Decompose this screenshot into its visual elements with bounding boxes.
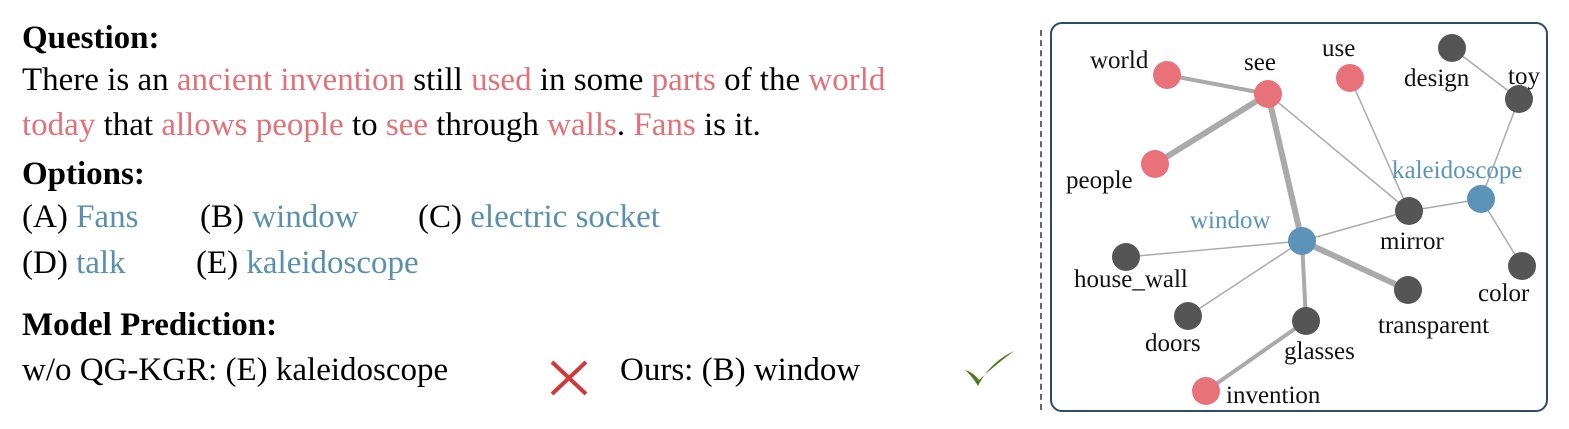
graph-node-kaleidoscope	[1467, 185, 1495, 213]
question-text: to	[343, 107, 386, 143]
graph-node-mirror	[1395, 197, 1423, 225]
graph-label-world: world	[1090, 47, 1149, 74]
graph-edge-see-people	[1152, 91, 1271, 167]
graph-label-transparent: transparent	[1378, 312, 1489, 339]
highlighted-concept: today	[22, 107, 96, 143]
graph-node-people	[1141, 150, 1169, 178]
highlighted-concept: world	[808, 62, 886, 98]
highlighted-concept: parts	[651, 62, 716, 98]
options-heading: Options:	[22, 156, 145, 192]
option-e: (E) kaleidoscope	[196, 245, 419, 281]
graph-edge-window-transparent	[1299, 238, 1411, 293]
prediction-heading: Model Prediction:	[22, 307, 278, 343]
graph-edge-window-mirror	[1301, 210, 1410, 242]
graph-label-toy: toy	[1508, 63, 1540, 90]
graph-node-world	[1153, 61, 1181, 89]
graph-label-glasses: glasses	[1284, 338, 1355, 365]
graph-node-transparent	[1394, 276, 1422, 304]
graph-node-window	[1288, 227, 1316, 255]
wrong-cross-icon	[550, 360, 588, 396]
graph-label-mirror: mirror	[1380, 228, 1445, 255]
highlighted-concept: see	[385, 107, 428, 143]
graph-node-toy	[1505, 85, 1533, 113]
graph-edge-world-see	[1165, 73, 1270, 96]
graph-edge-use-mirror	[1349, 77, 1410, 212]
graph-label-people: people	[1066, 167, 1133, 194]
graph-node-doors	[1174, 302, 1202, 330]
question-text: .	[616, 107, 634, 143]
graph-edge-design-toy	[1451, 47, 1520, 100]
graph-node-invention	[1192, 377, 1220, 405]
graph-node-use	[1336, 64, 1364, 92]
option-b-text: window	[252, 199, 359, 235]
graph-label-kaleidoscope: kaleidoscope	[1392, 157, 1523, 184]
graph-node-see	[1254, 80, 1282, 108]
option-c: (C) electric socket	[418, 199, 660, 235]
graph-node-design	[1438, 34, 1466, 62]
graph-edge-window-doors	[1187, 240, 1303, 317]
question-text: that	[95, 107, 162, 143]
highlighted-concept: walls	[547, 107, 617, 143]
option-d: (D) talk	[22, 245, 126, 281]
question-text: in some	[531, 62, 652, 98]
question-text: through	[428, 107, 548, 143]
dashed-divider	[1040, 30, 1042, 410]
question-heading: Question:	[22, 20, 160, 56]
graph-edge-window-house_wall	[1125, 240, 1303, 258]
highlighted-concept: allows people	[161, 107, 344, 143]
option-d-text: talk	[76, 245, 126, 281]
graph-node-house_wall	[1112, 243, 1140, 271]
ours-prediction: Ours: (B) window	[620, 352, 861, 388]
graph-label-window: window	[1190, 207, 1271, 234]
graph-edges	[1125, 47, 1523, 393]
correct-check-icon	[965, 351, 1014, 386]
option-e-text: kaleidoscope	[246, 245, 419, 281]
option-b: (B) window	[200, 199, 359, 235]
option-c-text: electric socket	[470, 199, 660, 235]
question-text-line-1: There is an ancient invention still used…	[22, 64, 885, 97]
graph-label-color: color	[1478, 280, 1530, 307]
highlighted-concept: used	[471, 62, 532, 98]
graph-label-house_wall: house_wall	[1074, 266, 1188, 293]
knowledge-graph-frame	[1050, 22, 1548, 412]
option-a: (A) Fans	[22, 199, 139, 235]
highlighted-concept: ancient invention	[176, 62, 406, 98]
highlighted-concept: Fans	[633, 107, 696, 143]
question-text: of the	[715, 62, 809, 98]
graph-node-color	[1508, 252, 1536, 280]
baseline-prediction: w/o QG-KGR: (E) kaleidoscope	[22, 352, 449, 388]
graph-labels: world see use design toy people kaleidoscope wi…	[1066, 35, 1540, 409]
graph-label-use: use	[1322, 35, 1355, 62]
graph-label-doors: doors	[1145, 330, 1201, 357]
question-text: still	[405, 62, 472, 98]
question-text: is it.	[695, 107, 761, 143]
option-a-text: Fans	[76, 199, 139, 235]
graph-edge-see-window	[1265, 91, 1305, 244]
graph-label-invention: invention	[1226, 382, 1321, 409]
graph-nodes	[1112, 34, 1536, 405]
graph-edge-toy-kaleidoscope	[1480, 98, 1520, 200]
question-text-line-2: today that allows people to see through …	[22, 109, 761, 142]
graph-node-glasses	[1292, 307, 1320, 335]
graph-label-design: design	[1404, 65, 1470, 92]
question-text: There is an	[22, 62, 177, 98]
graph-edge-see-mirror	[1267, 93, 1410, 212]
graph-label-see: see	[1244, 49, 1276, 76]
graph-edge-glasses-invention	[1204, 319, 1308, 393]
